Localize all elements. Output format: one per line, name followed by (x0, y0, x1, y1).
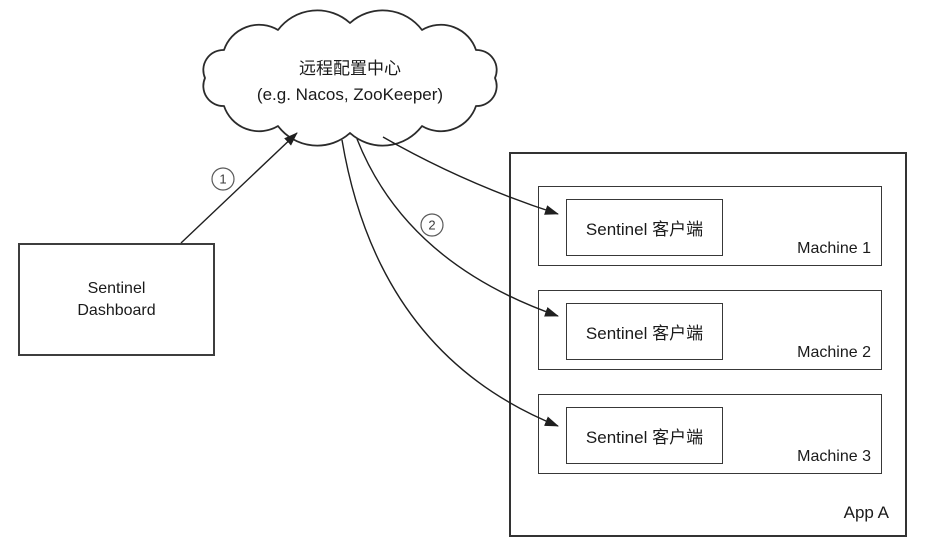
app-a-label: App A (843, 503, 889, 522)
sentinel-dashboard-box: Sentinel Dashboard (18, 243, 215, 356)
machine-2-box: Sentinel 客户端 Machine 2 (538, 290, 882, 370)
sentinel-client-label-3: Sentinel 客户端 (585, 428, 704, 447)
machine-1-label: Machine 1 (797, 240, 871, 257)
sentinel-client-box-3: Sentinel 客户端 (566, 407, 723, 464)
machine-3-label: Machine 3 (797, 448, 871, 465)
machine-2-label: Machine 2 (797, 344, 871, 361)
machine-1-box: Sentinel 客户端 Machine 1 (538, 186, 882, 266)
sentinel-client-box-2: Sentinel 客户端 (566, 303, 723, 360)
sentinel-client-label-2: Sentinel 客户端 (585, 324, 704, 343)
sentinel-client-label-1: Sentinel 客户端 (585, 220, 704, 239)
sentinel-client-box-1: Sentinel 客户端 (566, 199, 723, 256)
app-a-box: Sentinel 客户端 Machine 1 Sentinel 客户端 Mach… (509, 152, 907, 537)
sentinel-dashboard-label: Sentinel Dashboard (77, 279, 156, 319)
machine-3-box: Sentinel 客户端 Machine 3 (538, 394, 882, 474)
